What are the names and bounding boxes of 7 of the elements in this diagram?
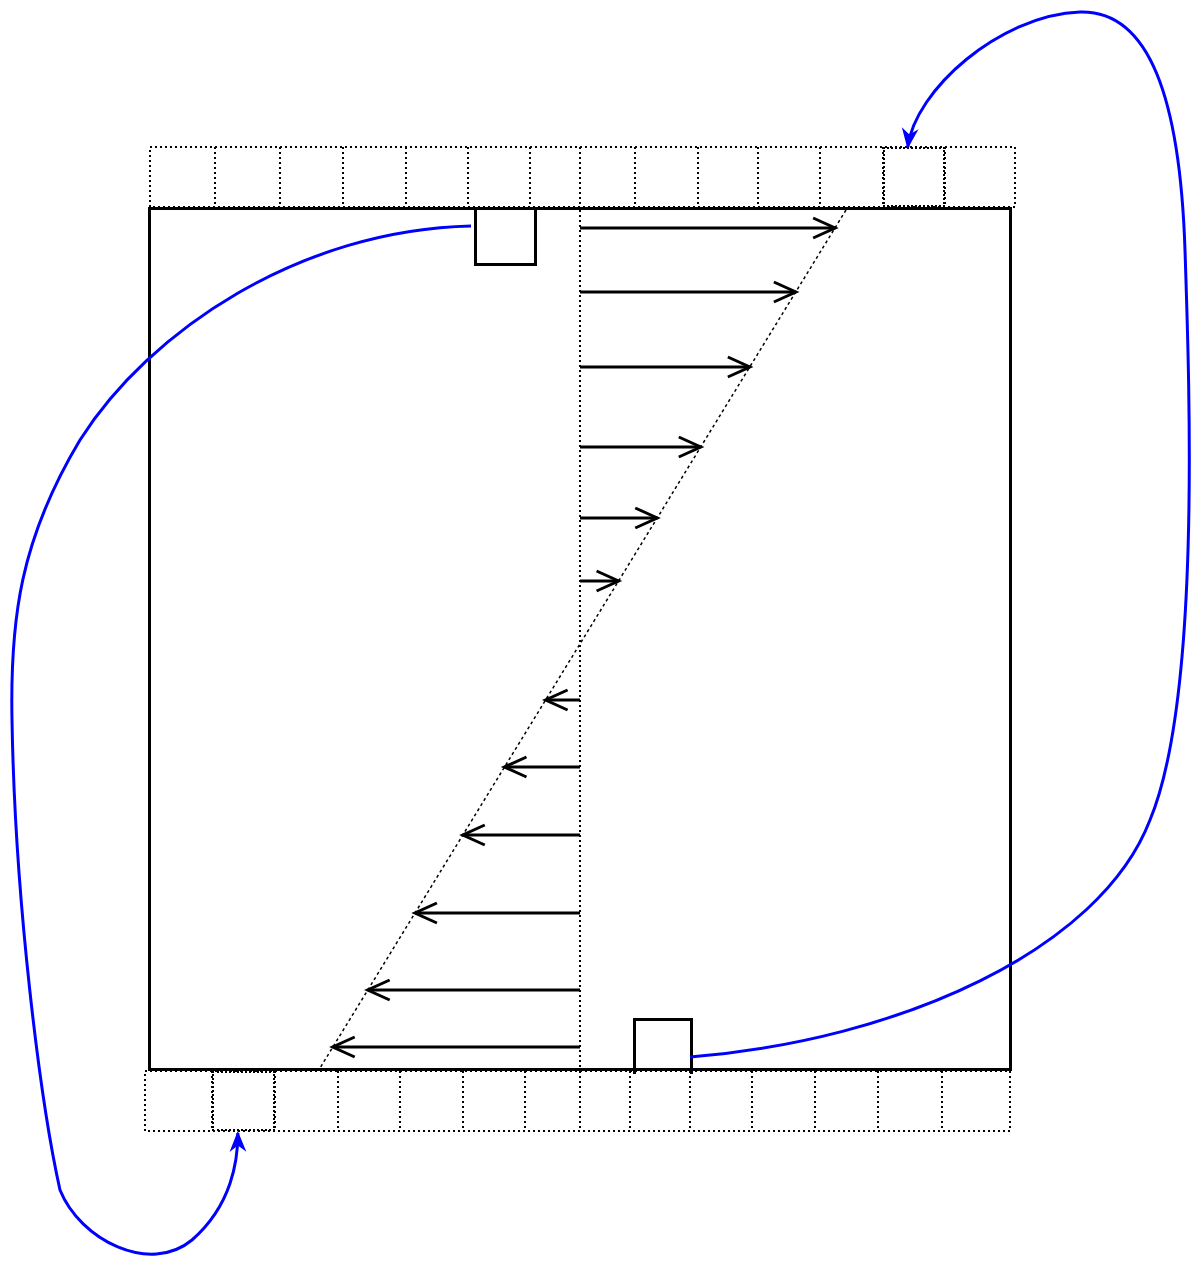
particle-box — [633, 1018, 693, 1074]
particle-box — [474, 210, 537, 266]
image-cell — [883, 147, 945, 207]
image-cell — [212, 1071, 275, 1131]
arrow — [689, 10, 1191, 1059]
arrow — [10, 224, 472, 1256]
simulation-box — [148, 207, 1012, 1071]
